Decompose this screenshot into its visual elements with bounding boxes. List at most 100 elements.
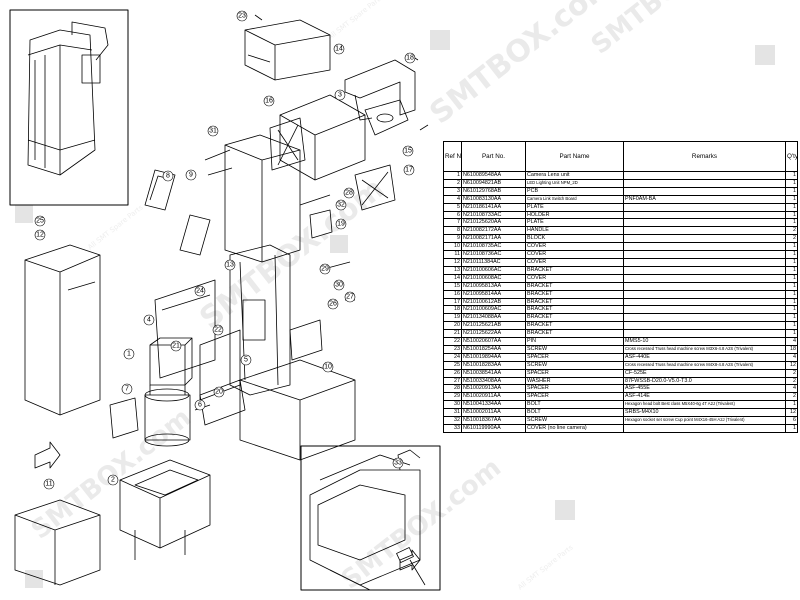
row-ref-no: 31 [443, 408, 462, 418]
bracket-part-15 [364, 99, 409, 136]
callout-5: 5 [240, 354, 252, 366]
bracket-part-18 [344, 59, 416, 121]
row-remarks [623, 186, 786, 196]
row-qty: 1 [785, 329, 798, 339]
cover-part-12 [24, 244, 101, 416]
row-part-no: N210108735AC [461, 242, 526, 252]
row-ref-no: 14 [443, 273, 462, 283]
row-ref-no: 26 [443, 368, 462, 378]
row-remarks [623, 178, 786, 188]
bracket-part-3 [279, 94, 366, 181]
callout-4: 4 [143, 314, 155, 326]
inset-box-top-left [9, 9, 129, 206]
row-part-name: COVER [525, 257, 624, 267]
row-part-no: N610129768AB [461, 186, 526, 196]
row-qty: 1 [785, 257, 798, 267]
row-part-no: N210095814AA [461, 289, 526, 299]
header-qty: Q'ty [785, 141, 798, 172]
svg-text:13: 13 [226, 262, 234, 269]
row-remarks [623, 289, 786, 299]
row-part-no: N210108733AC [461, 210, 526, 220]
cover-part-11 [14, 499, 101, 586]
watermark-small-text: All SMT Spare Parts [326, 0, 385, 42]
callout-33: 33 [392, 457, 404, 469]
row-ref-no: 32 [443, 416, 462, 425]
row-part-name: COVER (no line camera) [525, 424, 624, 433]
row-part-no: N210111384AC [461, 257, 526, 267]
callout-31: 31 [207, 125, 219, 137]
callout-24: 24 [194, 285, 206, 297]
row-part-no: N210082171AA [461, 234, 526, 244]
row-remarks [623, 329, 786, 339]
row-qty: 1 [785, 297, 798, 307]
row-part-name: BRACKET [525, 321, 624, 331]
row-part-name: PCB [525, 186, 624, 196]
bracket-part-17 [354, 164, 396, 211]
row-part-no: N210095813AA [461, 281, 526, 291]
row-remarks [623, 281, 786, 291]
handle-part-8 [144, 169, 211, 256]
row-part-name: BOLT [525, 408, 624, 418]
callout-15: 15 [402, 145, 414, 157]
row-ref-no: 9 [443, 234, 462, 244]
row-remarks [623, 250, 786, 259]
row-ref-no: 27 [443, 376, 462, 386]
row-part-no: N210125622AA [461, 329, 526, 339]
row-part-no: N210100609AC [461, 305, 526, 315]
svg-text:24: 24 [196, 288, 204, 295]
svg-text:15: 15 [404, 148, 412, 155]
row-remarks [623, 321, 786, 331]
svg-text:26: 26 [329, 301, 337, 308]
row-remarks [623, 305, 786, 315]
row-qty: 2 [785, 368, 798, 378]
row-qty: 1 [785, 171, 798, 180]
row-part-name: BRACKET [525, 265, 624, 275]
row-remarks [623, 210, 786, 220]
row-part-no: N210134088AA [461, 313, 526, 323]
row-part-name: SPACER [525, 392, 624, 402]
row-part-name: HANDLE [525, 226, 624, 236]
row-part-name: BRACKET [525, 289, 624, 299]
callout-17: 17 [403, 164, 415, 176]
row-qty: 12 [785, 360, 798, 370]
row-part-name: SPACER [525, 368, 624, 378]
row-remarks [623, 313, 786, 323]
row-remarks: SRBS-M4X10 [623, 408, 786, 418]
row-qty: 1 [785, 305, 798, 315]
bracket-part-19 [309, 209, 333, 239]
row-ref-no: 19 [443, 313, 462, 323]
row-part-no: N610119990AA [461, 424, 526, 433]
holder-part-6 [199, 329, 246, 426]
row-part-name: BRACKET [525, 313, 624, 323]
row-remarks [623, 273, 786, 283]
row-qty: 1 [785, 273, 798, 283]
row-qty: 18 [785, 344, 798, 354]
svg-text:20: 20 [215, 389, 223, 396]
cover-part-10 [239, 359, 356, 461]
row-ref-no: 4 [443, 194, 462, 204]
row-qty: 6 [785, 416, 798, 425]
row-part-no: N210186141AA [461, 202, 526, 212]
row-ref-no: 25 [443, 360, 462, 370]
row-ref-no: 1 [443, 171, 462, 180]
callout-1: 1 [123, 348, 135, 360]
svg-text:29: 29 [321, 266, 329, 273]
callout-29: 29 [319, 263, 331, 275]
row-part-name: PIN [525, 337, 624, 346]
row-remarks: ASF-455E [623, 384, 786, 394]
row-qty: 2 [785, 234, 798, 244]
row-qty: 1 [785, 400, 798, 410]
row-ref-no: 3 [443, 186, 462, 196]
svg-text:27: 27 [346, 294, 354, 301]
callout-26: 26 [327, 298, 339, 310]
row-qty: 1 [785, 202, 798, 212]
